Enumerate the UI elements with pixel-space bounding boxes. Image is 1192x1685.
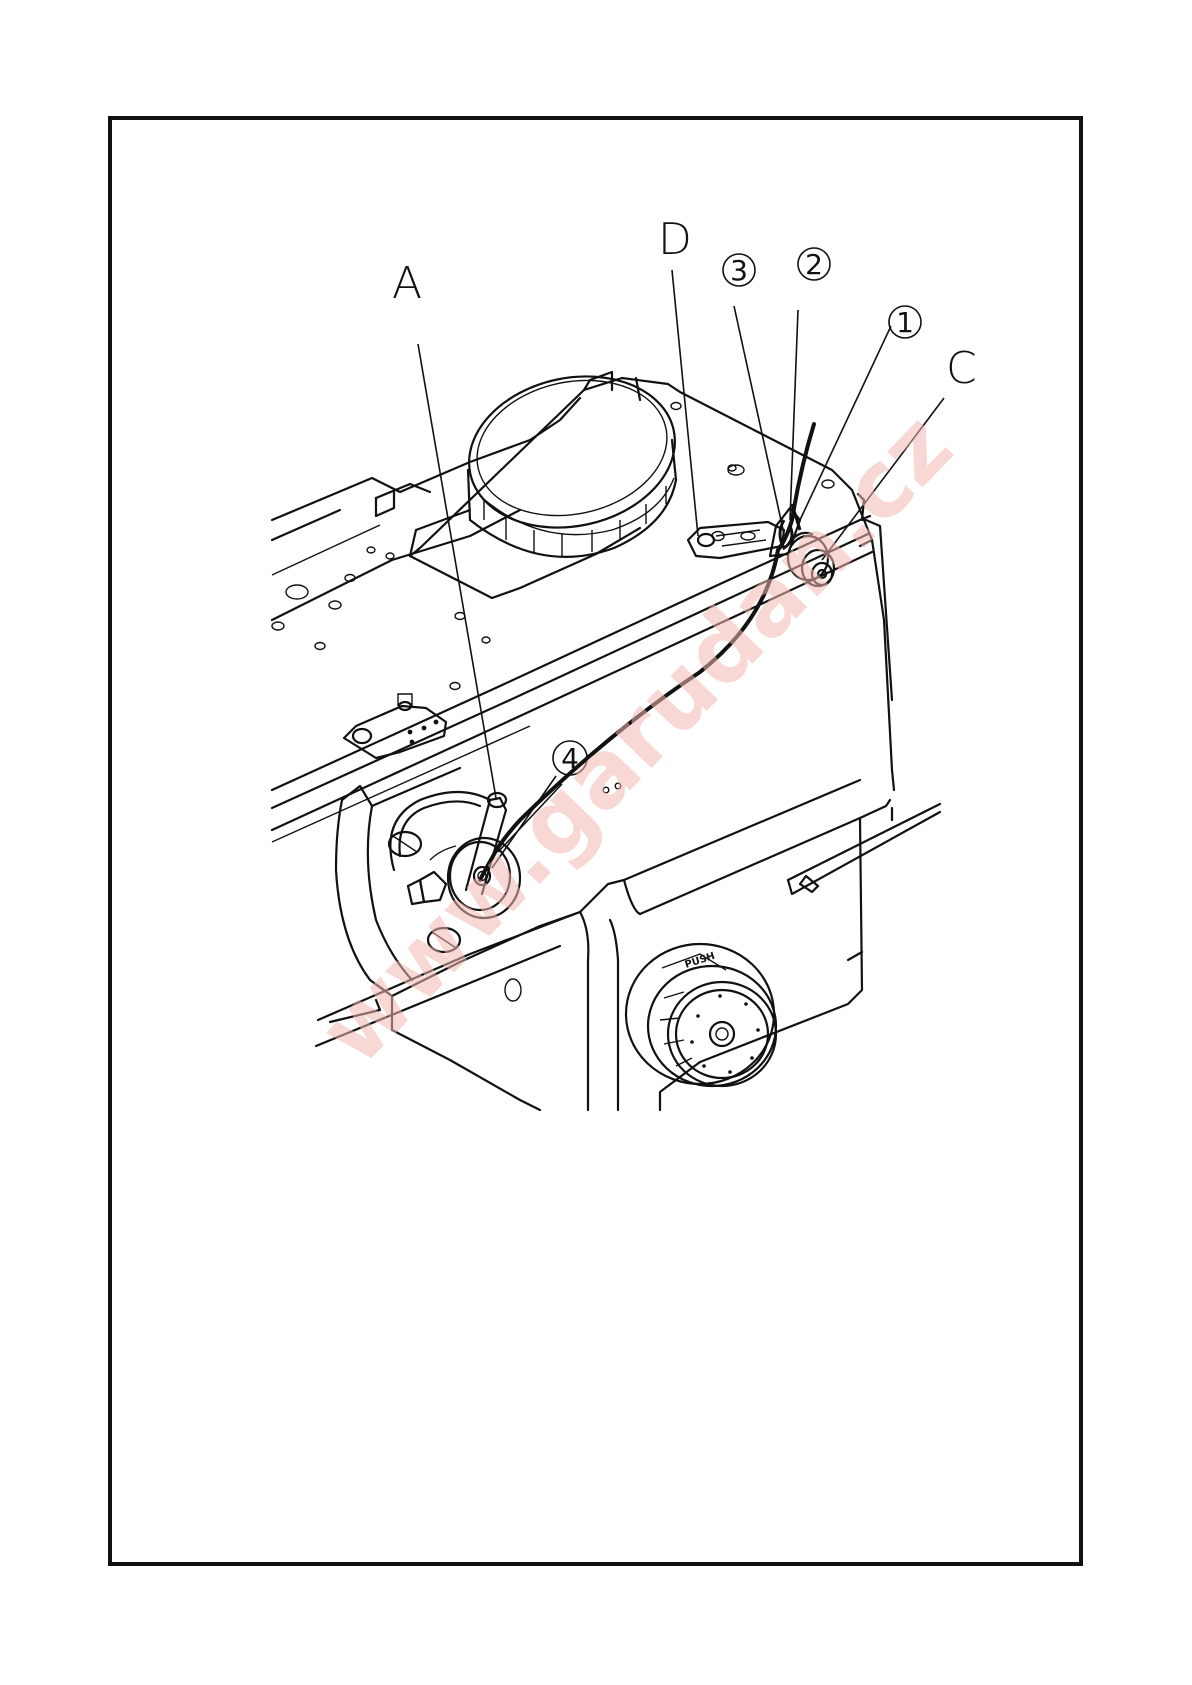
callout-1: 1 <box>896 306 914 339</box>
callout-c: C <box>946 343 977 394</box>
callout-a: A <box>392 258 422 309</box>
callout-3: 3 <box>730 254 748 287</box>
callout-2: 2 <box>805 248 823 281</box>
callout-d: D <box>658 214 692 265</box>
stitch-dial: PUSH <box>626 944 776 1086</box>
tank-cap <box>455 358 689 557</box>
watermark: www.garudan.cz <box>299 393 973 1085</box>
